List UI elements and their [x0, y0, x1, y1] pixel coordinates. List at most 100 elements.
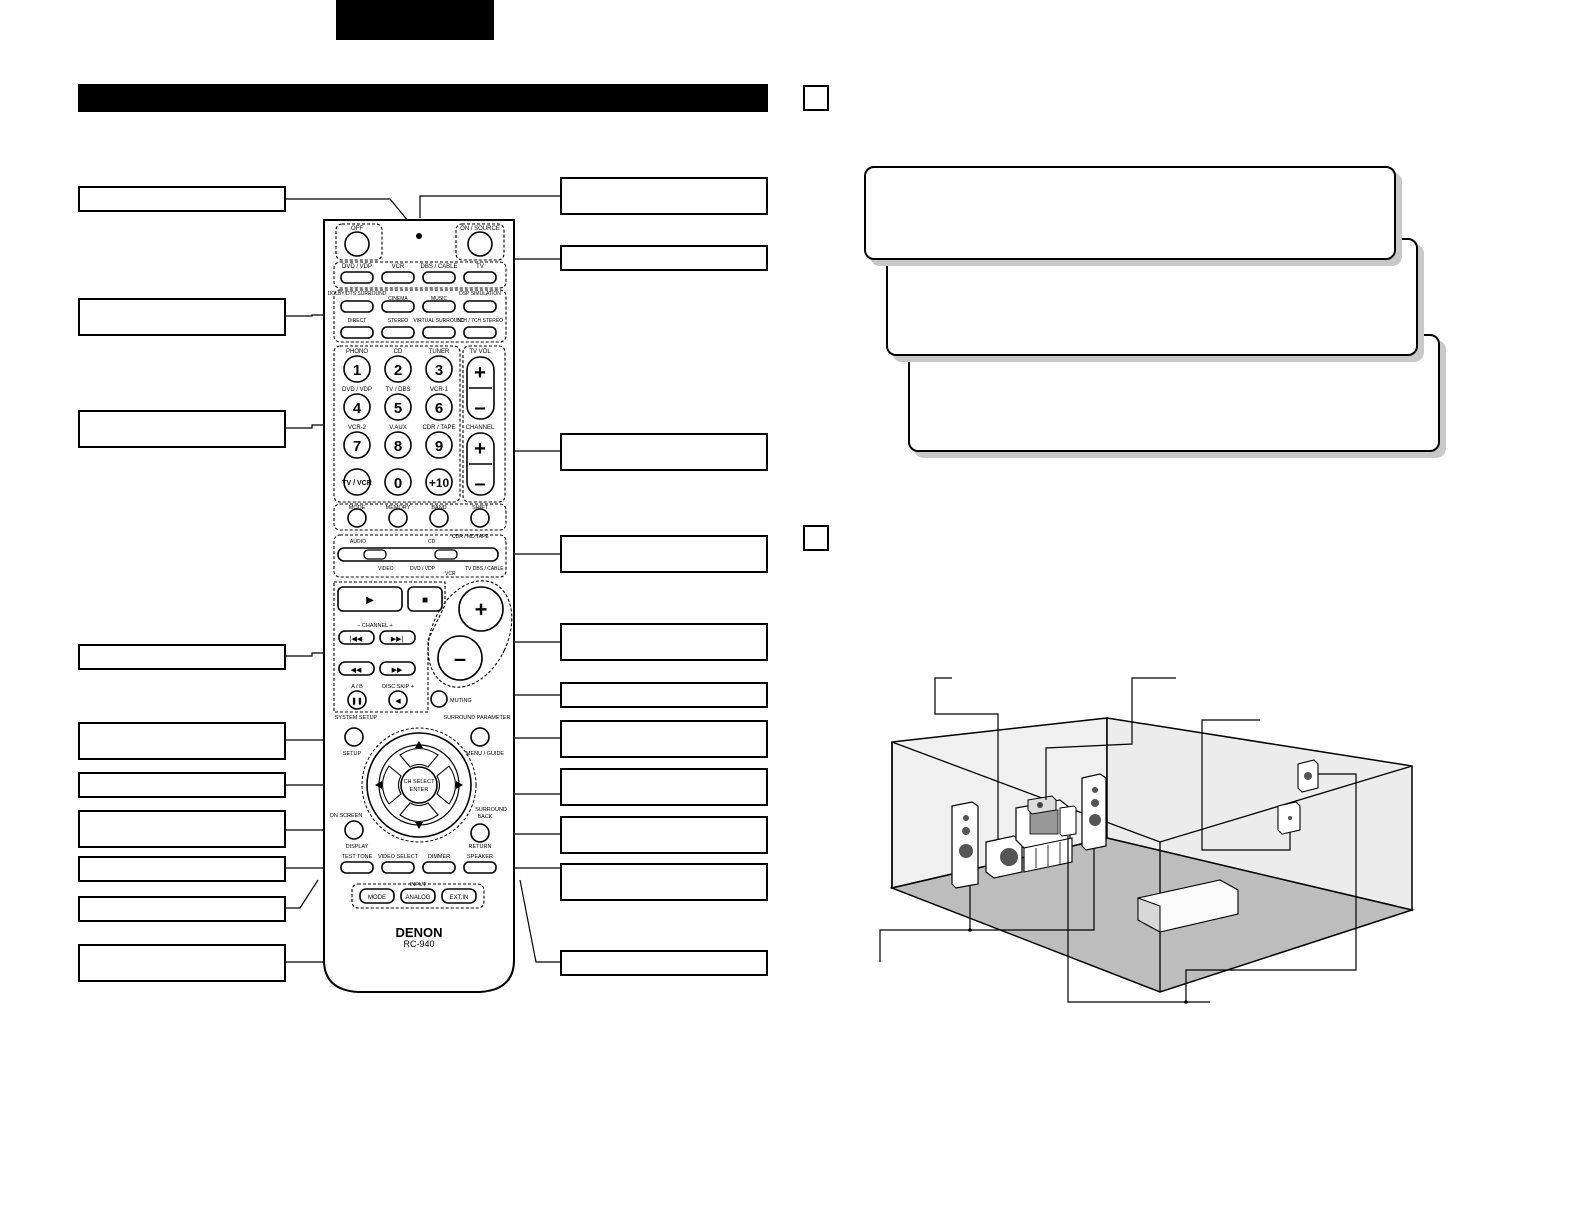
svg-text:+10: +10	[429, 476, 450, 490]
callout-system-setup-button	[78, 722, 286, 760]
band-button[interactable]	[429, 508, 449, 528]
input-mode-button[interactable]	[359, 888, 395, 904]
disc-skip-button[interactable]	[388, 690, 408, 710]
number-key-2[interactable]	[384, 355, 412, 383]
cursor-up-button[interactable]	[399, 747, 439, 768]
svg-text:VCR: VCR	[392, 264, 405, 270]
tv-vcr-key[interactable]	[343, 468, 371, 496]
tv-button[interactable]	[463, 271, 497, 284]
brand-logo: DENON	[396, 925, 443, 940]
svg-text:CH SELECT: CH SELECT	[404, 779, 436, 785]
dvd-vdp-button[interactable]	[340, 271, 374, 284]
speaker-button[interactable]	[463, 861, 497, 874]
callout-surround-back	[560, 816, 768, 854]
dsp-simulation-button[interactable]	[463, 300, 497, 313]
callout-master-volume	[560, 623, 768, 661]
svg-text:MUTING: MUTING	[450, 698, 472, 704]
number-key-1[interactable]	[343, 355, 371, 383]
svg-text:OFF: OFF	[351, 226, 363, 232]
system-setup-button[interactable]	[344, 727, 364, 747]
enter-button[interactable]	[400, 766, 438, 804]
video-select-button[interactable]	[381, 861, 415, 874]
svg-text:▶▶: ▶▶	[392, 667, 403, 674]
number-key-7[interactable]	[343, 431, 371, 459]
svg-text:BACK: BACK	[478, 814, 493, 820]
number-key-6[interactable]	[425, 393, 453, 421]
stop-button[interactable]	[407, 586, 443, 612]
on-source-button[interactable]	[467, 231, 493, 257]
remote-control: OFF ON / SOURCE DVD / VDP VCR DBS / CABL…	[323, 219, 515, 993]
section-checkbox-1	[803, 85, 829, 111]
svg-text:3: 3	[435, 362, 443, 379]
svg-text:SURROUND: SURROUND	[475, 807, 507, 813]
surround-parameter-button[interactable]	[470, 727, 490, 747]
svg-text:5CH / 7CH STEREO: 5CH / 7CH STEREO	[457, 318, 503, 324]
muting-button[interactable]	[430, 690, 448, 708]
svg-text:4: 4	[353, 400, 362, 417]
cursor-right-button[interactable]	[436, 765, 457, 805]
mode-selector-slider[interactable]	[337, 547, 499, 562]
slider-knob-video[interactable]	[434, 549, 458, 560]
memory-button[interactable]	[388, 508, 408, 528]
svg-text:9: 9	[435, 438, 443, 455]
vcr-button[interactable]	[381, 271, 415, 284]
test-tone-button[interactable]	[340, 861, 374, 874]
svg-text:5: 5	[394, 400, 402, 417]
cursor-left-button[interactable]	[381, 765, 402, 805]
number-key-0[interactable]	[384, 468, 412, 496]
shift-button[interactable]	[470, 508, 490, 528]
svg-text:SETUP: SETUP	[343, 751, 362, 757]
skip-back-button[interactable]	[338, 630, 375, 645]
svg-text:SHIFT: SHIFT	[472, 505, 489, 511]
svg-text:VIRTUAL SURROUND: VIRTUAL SURROUND	[413, 318, 465, 324]
number-key-9[interactable]	[425, 431, 453, 459]
cinema-button[interactable]	[381, 300, 415, 313]
virtual-surround-button[interactable]	[422, 326, 456, 339]
music-button[interactable]	[422, 300, 456, 313]
dolby-dts-surround-button[interactable]	[340, 300, 374, 313]
rewind-button[interactable]	[338, 661, 375, 676]
svg-text:CINEMA: CINEMA	[388, 296, 408, 302]
surround-back-button[interactable]	[470, 823, 490, 843]
input-ext-in-button[interactable]	[441, 888, 477, 904]
slider-knob-audio[interactable]	[363, 549, 387, 560]
master-volume-up-button[interactable]	[458, 586, 504, 632]
plus-10-key[interactable]	[425, 468, 453, 496]
fast-forward-button[interactable]	[379, 661, 416, 676]
callout-source-buttons	[560, 245, 768, 271]
5ch-7ch-stereo-button[interactable]	[463, 326, 497, 339]
play-button[interactable]	[337, 586, 403, 612]
svg-text:CHANNEL: CHANNEL	[466, 425, 495, 431]
on-screen-button[interactable]	[344, 820, 364, 840]
tv-and-center-speaker	[1015, 795, 1073, 873]
input-analog-button[interactable]	[400, 888, 436, 904]
number-key-8[interactable]	[384, 431, 412, 459]
number-key-3[interactable]	[425, 355, 453, 383]
svg-text:TV / VCR: TV / VCR	[342, 480, 372, 487]
svg-text:CD: CD	[428, 539, 436, 545]
callout-input-mode-buttons	[78, 944, 286, 982]
callout-test-tone-button	[78, 856, 286, 882]
svg-text:DISPLAY: DISPLAY	[346, 844, 369, 850]
number-key-4[interactable]	[343, 393, 371, 421]
stacked-panel-1	[864, 166, 1396, 260]
cursor-down-button[interactable]	[399, 802, 439, 823]
mode-button[interactable]	[347, 508, 367, 528]
svg-text:–: –	[474, 473, 485, 495]
stereo-button[interactable]	[381, 326, 415, 339]
svg-text:DIMMER: DIMMER	[428, 854, 450, 860]
svg-text:VIDEO SELECT: VIDEO SELECT	[378, 854, 419, 860]
svg-text:MEMORY: MEMORY	[386, 505, 411, 511]
svg-text:DBS / CABLE: DBS / CABLE	[420, 264, 457, 270]
pause-button[interactable]	[347, 690, 367, 710]
svg-text:TEST TONE: TEST TONE	[342, 854, 373, 860]
callout-transport-buttons	[78, 644, 286, 670]
number-key-5[interactable]	[384, 393, 412, 421]
direct-button[interactable]	[340, 326, 374, 339]
dimmer-button[interactable]	[422, 861, 456, 874]
off-button[interactable]	[344, 231, 370, 257]
skip-forward-button[interactable]	[379, 630, 416, 645]
dbs-cable-button[interactable]	[422, 271, 456, 284]
svg-text:– CHANNEL +: – CHANNEL +	[357, 623, 392, 629]
master-volume-down-button[interactable]	[437, 635, 483, 681]
